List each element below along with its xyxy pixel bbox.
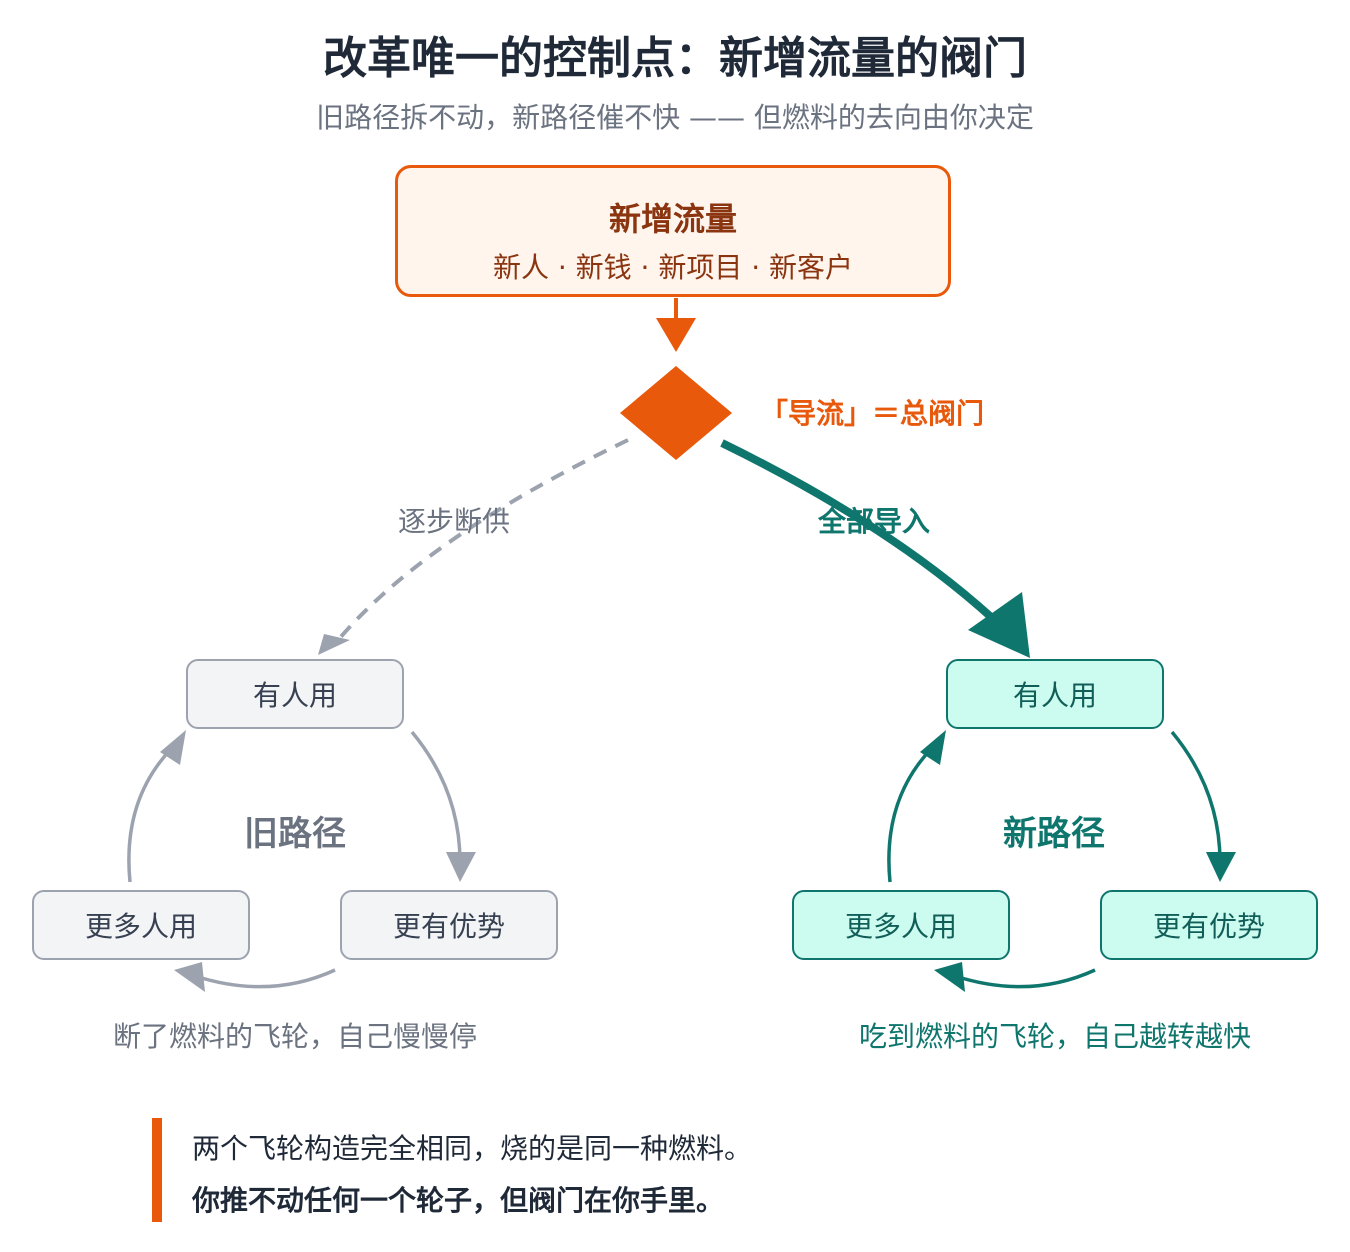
- new-feed-line: [720, 439, 1008, 633]
- old-feed-line: [332, 438, 629, 647]
- source-box: 新增流量 新人 · 新钱 · 新项目 · 新客户: [395, 165, 951, 297]
- new-cycle-arrowhead-bottom: [934, 962, 965, 992]
- old-node-top: 有人用: [186, 659, 404, 729]
- page-subtitle: 旧路径拆不动，新路径催不快 —— 但燃料的去向由你决定: [316, 101, 1034, 134]
- old-path-label: 旧路径: [244, 814, 346, 854]
- new-node-right: 更有优势: [1100, 890, 1318, 960]
- new-node-top: 有人用: [946, 659, 1164, 729]
- old-feed-label: 逐步断供: [398, 505, 511, 538]
- new-node-left: 更多人用: [792, 890, 1010, 960]
- new-path-label: 新路径: [1003, 814, 1105, 854]
- new-cycle-arrowhead-right: [1206, 852, 1236, 882]
- new-cycle-arrow-left: [887, 746, 934, 883]
- old-cycle-arrowhead-right: [446, 852, 476, 882]
- source-title: 新增流量: [608, 200, 737, 238]
- old-cycle-arrowhead-left: [160, 730, 186, 765]
- note-line-2: 你推不动任何一个轮子，但阀门在你手里。: [192, 1184, 725, 1217]
- old-cycle-arrow-bottom: [194, 968, 336, 989]
- old-cycle-arrow-left: [127, 746, 174, 883]
- new-feed-arrowhead: [968, 592, 1030, 658]
- valve-diamond: [620, 366, 732, 460]
- note-line-1: 两个飞轮构造完全相同，烧的是同一种燃料。: [192, 1132, 753, 1165]
- old-feed-arrowhead: [318, 634, 350, 655]
- new-cycle-arrow-bottom: [954, 968, 1096, 989]
- old-node-right: 更有优势: [340, 890, 558, 960]
- new-path-caption: 吃到燃料的飞轮，自己越转越快: [858, 1020, 1251, 1053]
- new-feed-label: 全部导入: [818, 505, 931, 538]
- source-to-valve-arrowhead: [656, 318, 696, 352]
- page-title: 改革唯一的控制点：新增流量的阀门: [323, 33, 1027, 84]
- old-cycle-arrowhead-bottom: [174, 962, 205, 992]
- old-cycle-arrow-right: [410, 730, 462, 863]
- valve-label: 「导流」＝总阀门: [760, 397, 985, 430]
- old-path-caption: 断了燃料的飞轮，自己慢慢停: [112, 1020, 477, 1053]
- new-cycle-arrow-right: [1170, 730, 1222, 863]
- note-accent-bar: [152, 1118, 162, 1222]
- new-cycle-arrowhead-left: [920, 730, 946, 765]
- source-items: 新人 · 新钱 · 新项目 · 新客户: [492, 251, 854, 284]
- old-node-left: 更多人用: [32, 890, 250, 960]
